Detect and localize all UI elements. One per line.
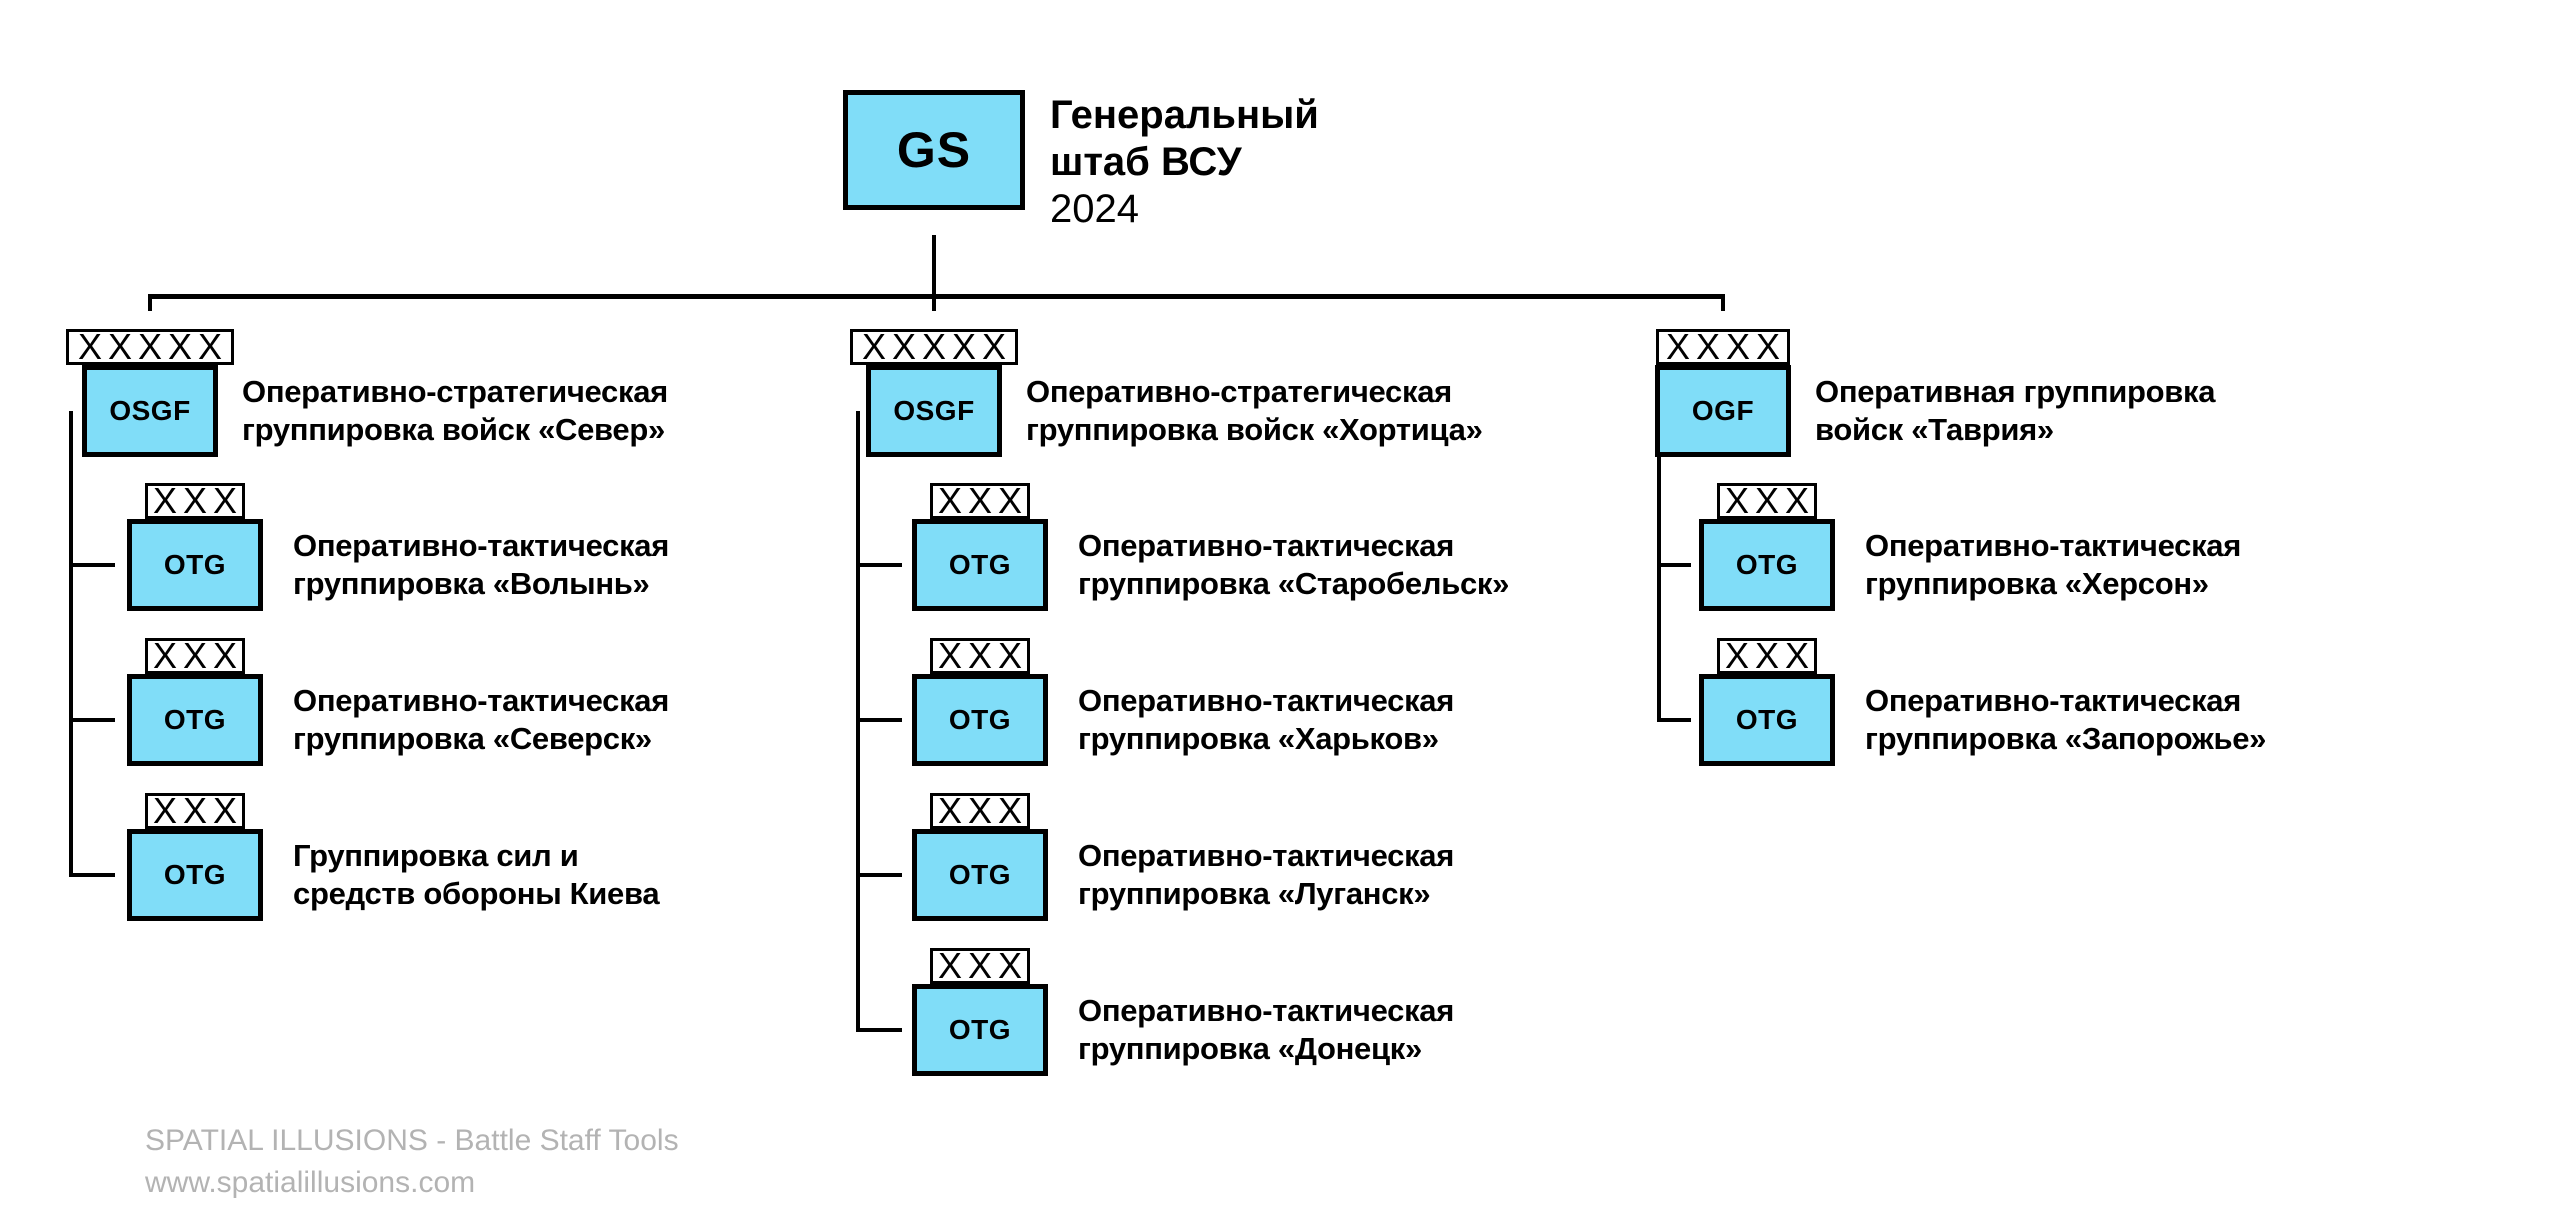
connector-tick (69, 873, 115, 877)
echelon-marks: XXX (930, 948, 1030, 984)
unit-label: Оперативно-стратегическая группировка во… (1026, 374, 1483, 447)
echelon-marks: XXX (930, 793, 1030, 829)
echelon-marks: XXX (930, 638, 1030, 674)
unit-symbol-code: OTG (948, 704, 1012, 735)
watermark-line: SPATIAL ILLUSIONS - Battle Staff Tools (145, 1124, 679, 1157)
connector-tick (856, 873, 902, 877)
unit-label: Оперативно-тактическая группировка «Доне… (1078, 993, 1455, 1066)
echelon-marks: XXXXX (850, 329, 1018, 365)
unit-label: Оперативно-тактическая группировка «Стар… (1078, 528, 1510, 601)
unit-symbol-code: OSGF (893, 395, 975, 426)
chart-title: Генеральный штаб ВСУ 2024 (1050, 92, 1319, 233)
unit-label: Оперативно-тактическая группировка «Харь… (1078, 683, 1455, 756)
connector-drop-left (148, 294, 152, 311)
unit-symbol-box: OTG (127, 829, 263, 921)
echelon-marks: XXX (145, 638, 245, 674)
connector-tick (856, 718, 902, 722)
unit-label: Оперативно-тактическая группировка «Луга… (1078, 838, 1455, 911)
unit-symbol-code: OGF (1691, 395, 1755, 426)
unit-label: Оперативно-тактическая группировка «Запо… (1865, 683, 2267, 756)
title-line: Генеральный (1050, 93, 1319, 137)
connector-drop-right (1721, 294, 1725, 311)
unit-label: Оперативно-тактическая группировка «Волы… (293, 528, 670, 601)
unit-label: Оперативно-тактическая группировка «Севе… (293, 683, 670, 756)
echelon-marks: XXX (1717, 483, 1817, 519)
unit-symbol-box: OSGF (82, 365, 218, 457)
echelon-marks: XXX (930, 483, 1030, 519)
unit-symbol-code: OTG (1735, 549, 1799, 580)
unit-symbol-box: OGF (1655, 365, 1791, 457)
connector-bracket-left (69, 411, 73, 877)
echelon-marks: XXX (145, 793, 245, 829)
unit-symbol-code: OTG (163, 859, 227, 890)
unit-symbol-code: OSGF (109, 395, 191, 426)
echelon-marks: XXXX (1656, 329, 1790, 365)
connector-tick (69, 718, 115, 722)
unit-symbol-box: OTG (1699, 519, 1835, 611)
unit-symbol-box: OTG (1699, 674, 1835, 766)
watermark: SPATIAL ILLUSIONS - Battle Staff Tools w… (145, 1120, 679, 1204)
connector-main-bar (148, 294, 1725, 299)
unit-symbol-box: GS (843, 90, 1025, 210)
connector-tick (69, 563, 115, 567)
unit-symbol-code: OTG (948, 859, 1012, 890)
unit-symbol-code: GS (896, 122, 972, 178)
unit-symbol-code: OTG (163, 704, 227, 735)
unit-symbol-code: OTG (1735, 704, 1799, 735)
unit-symbol-box: OTG (912, 519, 1048, 611)
unit-symbol-code: OTG (948, 549, 1012, 580)
unit-symbol-code: OTG (948, 1014, 1012, 1045)
echelon-marks: XXXXX (66, 329, 234, 365)
connector-root-vertical (932, 235, 936, 311)
unit-symbol-code: OTG (163, 549, 227, 580)
connector-tick (1657, 563, 1691, 567)
unit-symbol-box: OTG (912, 674, 1048, 766)
unit-symbol-box: OSGF (866, 365, 1002, 457)
unit-symbol-box: OTG (912, 829, 1048, 921)
unit-label: Оперативно-стратегическая группировка во… (242, 374, 668, 447)
connector-tick (856, 1028, 902, 1032)
connector-tick (856, 563, 902, 567)
unit-label: Оперативная группировка войск «Таврия» (1815, 374, 2216, 447)
unit-symbol-box: OTG (127, 519, 263, 611)
unit-symbol-box: OTG (912, 984, 1048, 1076)
echelon-marks: XXX (145, 483, 245, 519)
title-line: штаб ВСУ (1050, 140, 1242, 184)
echelon-marks: XXX (1717, 638, 1817, 674)
unit-label: Группировка сил и средств обороны Киева (293, 838, 660, 911)
title-year: 2024 (1050, 187, 1139, 231)
unit-symbol-box: OTG (127, 674, 263, 766)
connector-tick (1657, 718, 1691, 722)
unit-label: Оперативно-тактическая группировка «Херс… (1865, 528, 2242, 601)
watermark-url: www.spatialillusions.com (145, 1166, 476, 1199)
